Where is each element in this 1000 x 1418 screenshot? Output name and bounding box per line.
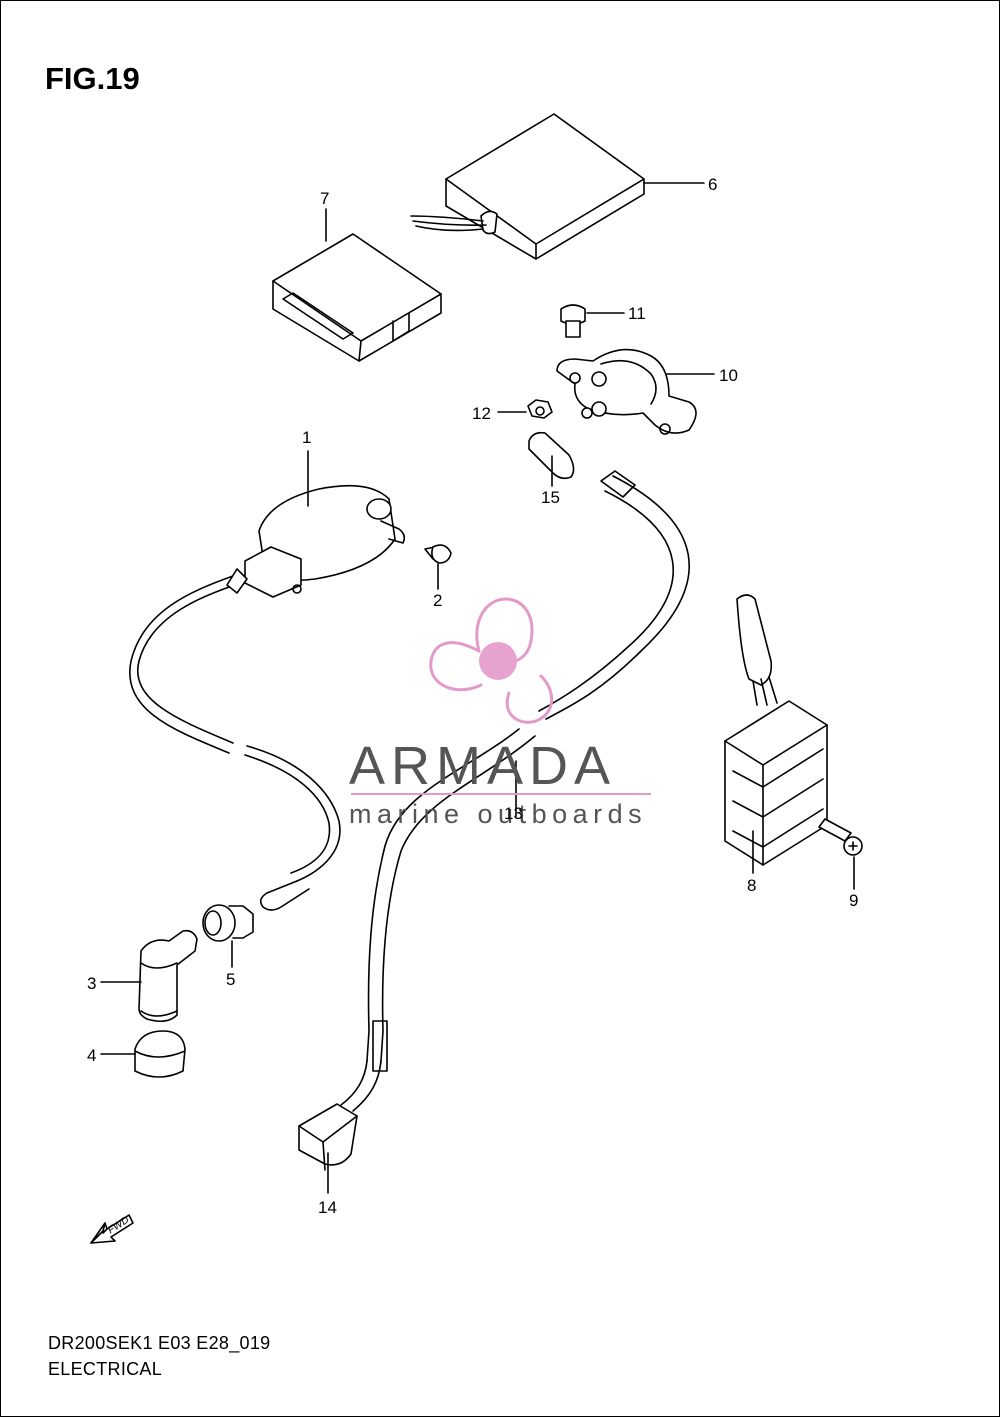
part-7-ecm-box [272,208,442,362]
figure-title: FIG.19 [45,61,140,96]
part-13-battery-cable [340,475,690,1112]
part-14-terminal-cover [298,1103,358,1194]
callout-5[interactable]: 5 [226,970,236,989]
fwd-arrow-icon [90,1214,134,1244]
callout-1[interactable]: 1 [302,428,312,447]
part-1-ignition-coil [244,450,406,598]
part-2-screw [424,544,452,590]
part-4-cap [100,1030,186,1078]
part-8-regulator [724,594,828,874]
callout-14[interactable]: 14 [318,1198,337,1217]
high-tension-lead [129,568,341,911]
part-3-plug-cap [100,929,198,1023]
callout-12[interactable]: 12 [472,404,491,423]
part-5-seal [202,904,254,968]
footer-diagram-code: DR200SEK1 E03 E28_019 [48,1333,271,1353]
callout-10[interactable]: 10 [719,366,738,385]
callout-11[interactable]: 11 [628,304,646,323]
callout-4[interactable]: 4 [87,1046,97,1065]
callout-9[interactable]: 9 [849,891,859,910]
part-12-nut [497,399,553,419]
part-6-cdi-unit [410,113,705,260]
callout-15[interactable]: 15 [541,488,560,507]
callout-7[interactable]: 7 [320,189,330,208]
callout-6[interactable]: 6 [708,175,718,194]
callout-3[interactable]: 3 [87,974,97,993]
watermark-divider [351,793,651,795]
fwd-label: FWD [106,1215,131,1237]
footer-section-name: ELECTRICAL [48,1359,163,1379]
part-9-bolt [818,818,863,890]
callout-2[interactable]: 2 [433,591,443,610]
part-11-bolt [560,304,625,338]
part-15-terminal-cap [528,431,636,498]
watermark-brand: ARMADA [349,736,617,796]
callout-8[interactable]: 8 [747,876,757,895]
part-10-starter-relay [556,348,715,435]
watermark-tagline: marine outboards [349,799,648,829]
watermark-propeller-logo [429,597,554,724]
callout-13[interactable]: 13 [504,804,523,823]
